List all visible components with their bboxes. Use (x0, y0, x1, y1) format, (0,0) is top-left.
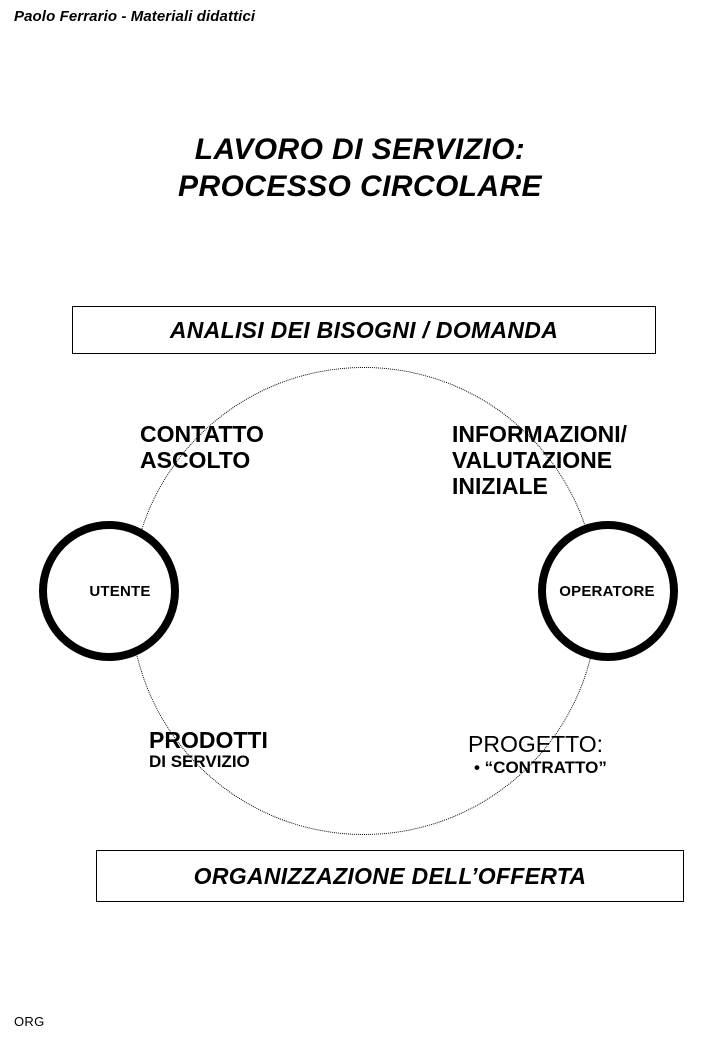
stage-contatto-ascolto: CONTATTO ASCOLTO (140, 421, 264, 473)
stage-progetto-contratto: PROGETTO: • “CONTRATTO” (468, 731, 607, 777)
stage-informazioni-line-2: VALUTAZIONE (452, 446, 613, 473)
stage-prodotti-di-servizio: PRODOTTI DI SERVIZIO (149, 727, 268, 771)
stage-progetto-sub: • “CONTRATTO” (474, 757, 607, 777)
document-header: Paolo Ferrario - Materiali didattici (14, 8, 256, 25)
stage-informazioni-valutazione: INFORMAZIONI/ VALUTAZIONE INIZIALE (452, 421, 627, 499)
document-footer: ORG (14, 1014, 45, 1029)
node-utente: UTENTE (39, 521, 179, 661)
banner-analisi-bisogni: ANALISI DEI BISOGNI / DOMANDA (72, 306, 656, 354)
stage-contatto-line-2: ASCOLTO (140, 446, 251, 473)
stage-contatto-line-1: CONTATTO (140, 421, 264, 447)
node-operatore: OPERATORE (538, 521, 678, 661)
page-title-line-1: LAVORO DI SERVIZIO: (194, 133, 526, 166)
node-utente-label: UTENTE (89, 582, 151, 600)
page-title-line-2: PROCESSO CIRCOLARE (178, 169, 542, 203)
stage-prodotti-sub: DI SERVIZIO (149, 751, 250, 771)
banner-organizzazione-offerta: ORGANIZZAZIONE DELL’OFFERTA (96, 850, 684, 902)
node-operatore-label: OPERATORE (559, 582, 655, 600)
page-title: LAVORO DI SERVIZIO: PROCESSO CIRCOLARE (0, 132, 720, 205)
stage-informazioni-line-1: INFORMAZIONI/ (452, 421, 628, 447)
stage-informazioni-line-3: INIZIALE (452, 472, 548, 499)
stage-prodotti-main: PRODOTTI (149, 727, 268, 753)
stage-progetto-main: PROGETTO: (468, 731, 604, 757)
